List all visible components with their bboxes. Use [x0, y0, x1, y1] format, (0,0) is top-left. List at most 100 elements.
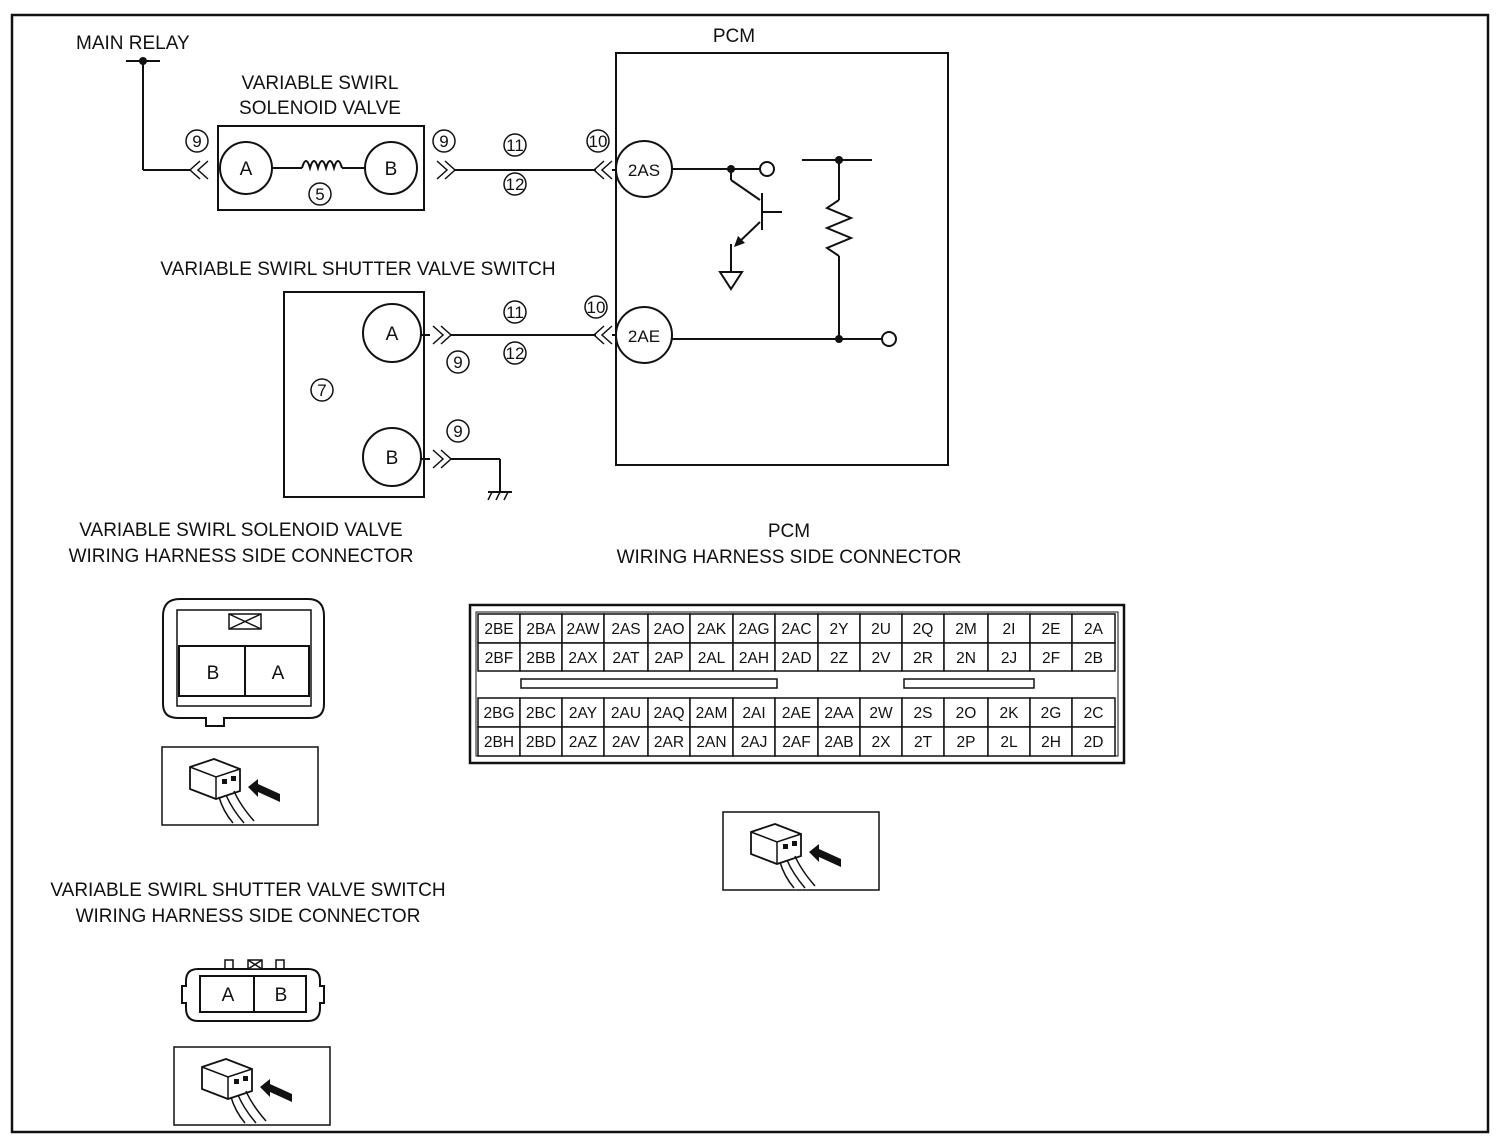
ground-icon [718, 271, 744, 291]
pcm-pin-cell [987, 642, 1031, 672]
pcm-pin-label: 2A [1084, 621, 1104, 638]
pcm-pin-label: 2G [1041, 705, 1062, 722]
pcm-pin-label: 2AI [742, 705, 765, 722]
pcm-pin-label: 2AL [698, 650, 726, 667]
pcm-pin-label: 2O [956, 705, 977, 722]
pcm-pin-label: 2BA [526, 621, 556, 638]
pcm-pin-label: 2L [1000, 734, 1018, 751]
switch-terminal-a: A [386, 324, 399, 345]
pcm-pin-label: 2BH [484, 734, 514, 751]
pcm-pin-label: 2AR [654, 734, 684, 751]
pcm-pin-cell [943, 613, 989, 644]
pcm-pin-cell [689, 726, 734, 757]
pcm-pin-cell [732, 726, 776, 757]
pcm-connector-title-2: WIRING HARNESS SIDE CONNECTOR [617, 547, 962, 568]
pcm-pin-cell [732, 642, 776, 672]
solenoid-connector-pin-b: B [207, 663, 220, 684]
pcm-pin-label: 2AF [782, 734, 810, 751]
pcm-pin-label: 2AO [653, 621, 684, 638]
callout-10-a: 10 [589, 132, 608, 151]
pcm-pin-label: 2AZ [569, 734, 597, 751]
pcm-pin-label: 2BF [485, 650, 513, 667]
pcm-pin-label: 2AJ [741, 734, 768, 751]
resistor-icon [824, 199, 854, 257]
pcm-pin-cell [859, 726, 903, 757]
pcm-pin-label: 2AU [611, 705, 641, 722]
pcm-pin-label: 2BC [526, 705, 556, 722]
pcm-pin-label: 2AW [566, 621, 599, 638]
pcm-pin-label: 2B [1084, 650, 1103, 667]
connector-view-icon [161, 746, 319, 826]
pcm-pin-cell [901, 642, 945, 672]
pcm-pin-label: 2AC [781, 621, 811, 638]
pcm-pin-cell [647, 642, 691, 672]
pcm-pin-label: 2AS [611, 621, 640, 638]
pcm-pin-label: 2AE [782, 705, 811, 722]
pcm-pin-label: 2BG [483, 705, 514, 722]
connector-view-icon [722, 811, 880, 891]
pcm-pin-label: 2V [872, 650, 892, 667]
switch-terminal-b: B [386, 448, 399, 469]
pcm-pin-label: 2AH [739, 650, 769, 667]
pcm-label: PCM [713, 26, 755, 47]
main-relay-label: MAIN RELAY [76, 33, 190, 54]
pcm-pin-cell [817, 697, 861, 728]
pcm-pin-cell [774, 642, 819, 672]
callout-9-c: 9 [453, 353, 462, 372]
callout-11-b: 11 [506, 303, 524, 322]
terminal-node-icon [759, 161, 775, 177]
pcm-pin-cell [817, 613, 861, 644]
pcm-pin-label: 2AK [697, 621, 727, 638]
pcm-pin-label: 2P [957, 734, 976, 751]
pcm-pin-label: 2S [914, 705, 933, 722]
pcm-pin-cell [1071, 726, 1116, 757]
pcm-terminal-2ae: 2AE [628, 327, 660, 346]
callout-9-b: 9 [439, 132, 448, 151]
pcm-pin-label: 2AY [569, 705, 597, 722]
pcm-pin-cell [519, 726, 563, 757]
pcm-pin-label: 2Z [830, 650, 848, 667]
solenoid-connector-title-2: WIRING HARNESS SIDE CONNECTOR [69, 546, 414, 567]
pcm-pin-cell [477, 726, 521, 757]
pcm-pin-cell [647, 697, 691, 728]
pcm-pin-label: 2AQ [653, 705, 684, 722]
pcm-pin-cell [943, 726, 989, 757]
shutter-connector-pin-a: A [222, 985, 235, 1006]
pcm-pin-cell [987, 726, 1031, 757]
callout-7: 7 [317, 381, 326, 400]
pcm-pin-label: 2AX [568, 650, 598, 667]
pcm-pin-label: 2Q [913, 621, 934, 638]
pcm-pin-label: 2AT [612, 650, 640, 667]
pcm-pin-label: 2AM [696, 705, 728, 722]
pcm-pin-label: 2N [956, 650, 976, 667]
solenoid-coil-icon [301, 160, 343, 172]
solenoid-terminal-b: B [385, 159, 398, 180]
pcm-pin-label: 2BD [526, 734, 556, 751]
pcm-pin-label: 2M [955, 621, 977, 638]
solenoid-connector-title-1: VARIABLE SWIRL SOLENOID VALVE [79, 520, 402, 541]
pcm-pin-label: 2BE [484, 621, 513, 638]
pcm-pin-label: 2K [1000, 705, 1020, 722]
pcm-pin-label: 2X [872, 734, 892, 751]
pcm-pin-cell [519, 642, 563, 672]
pcm-pin-label: 2AD [781, 650, 811, 667]
pcm-pin-cell [561, 613, 605, 644]
pcm-pin-label: 2AB [824, 734, 853, 751]
solenoid-title-2: SOLENOID VALVE [239, 98, 401, 119]
pcm-pin-label: 2R [913, 650, 933, 667]
pcm-pin-cell [901, 726, 945, 757]
pcm-pin-cell [603, 613, 649, 644]
callout-5: 5 [315, 185, 324, 204]
pcm-pin-label: 2H [1041, 734, 1061, 751]
pcm-pin-cell [859, 613, 903, 644]
pcm-pin-label: 2AG [738, 621, 769, 638]
pcm-pin-label: 2AP [654, 650, 683, 667]
pcm-pin-label: 2D [1084, 734, 1104, 751]
pcm-pin-cell [1071, 642, 1116, 672]
pcm-pin-cell [774, 726, 819, 757]
solenoid-title-1: VARIABLE SWIRL [242, 73, 399, 94]
solenoid-connector-pin-a: A [272, 663, 285, 684]
pcm-connector-title-1: PCM [768, 521, 810, 542]
